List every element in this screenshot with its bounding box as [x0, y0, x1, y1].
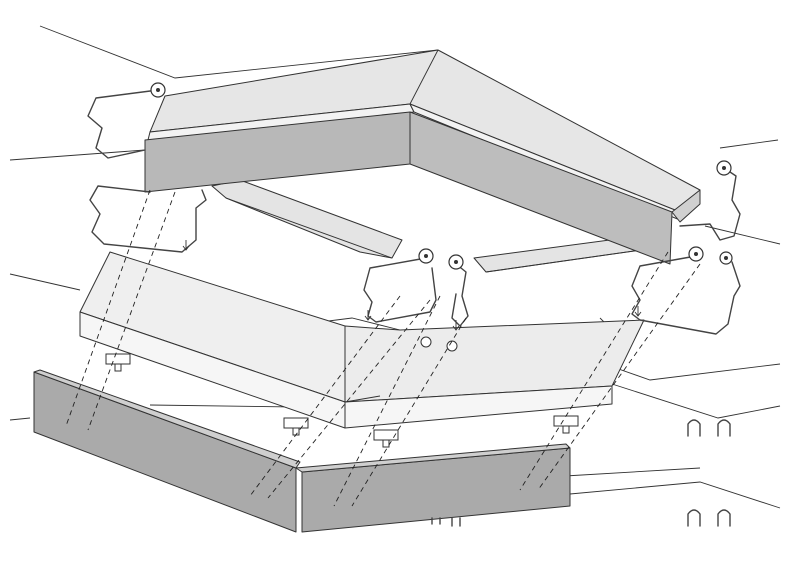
wire-hanger-icon: [679, 167, 741, 241]
wire-hanger-icon: [87, 89, 159, 159]
pulley-wheel-icon: [716, 160, 732, 176]
front-skirt-panels: [33, 369, 571, 533]
u-bolt-icon: [717, 509, 731, 527]
clip-bracket-icon: [283, 417, 309, 436]
down-arrow-markers: [182, 240, 642, 331]
inner-frame-rails: [211, 179, 656, 331]
upper-cover-panel: [144, 49, 701, 265]
pulley-wheel-icon: [719, 251, 733, 265]
pulley-wheel-icon: [420, 336, 432, 348]
pulley-wheel-icon: [150, 82, 166, 98]
lower-frame-panel: [79, 251, 645, 429]
down-arrow-marker-icon: [182, 240, 190, 251]
pulley-wheel-icon: [448, 254, 464, 270]
u-bolts: [431, 419, 731, 527]
wire-hanger-icon: [89, 185, 207, 253]
down-arrow-marker-icon: [634, 306, 642, 317]
clip-bracket-icon: [373, 429, 399, 448]
dashed-alignment-lines: [65, 189, 701, 507]
pulley-wheel-icon: [418, 248, 434, 264]
clip-bracket-icon: [105, 353, 131, 372]
down-arrow-marker-icon: [364, 310, 372, 321]
u-bolt-icon: [687, 419, 701, 437]
clip-brackets: [105, 353, 579, 448]
pulley-wheel-icon: [688, 246, 704, 262]
u-bolt-icon: [687, 509, 701, 527]
wire-hanger-icon: [363, 257, 437, 323]
clip-bracket-icon: [553, 415, 579, 434]
wire-hangers: [87, 89, 741, 335]
pulley-wheel-icon: [446, 340, 458, 352]
wire-hanger-icon: [631, 255, 741, 335]
pulley-wheels: [150, 82, 733, 352]
u-bolt-icon: [431, 517, 461, 527]
down-arrow-marker-icon: [452, 320, 460, 331]
wire-hanger-icon: [451, 263, 469, 327]
u-bolt-icon: [717, 419, 731, 437]
